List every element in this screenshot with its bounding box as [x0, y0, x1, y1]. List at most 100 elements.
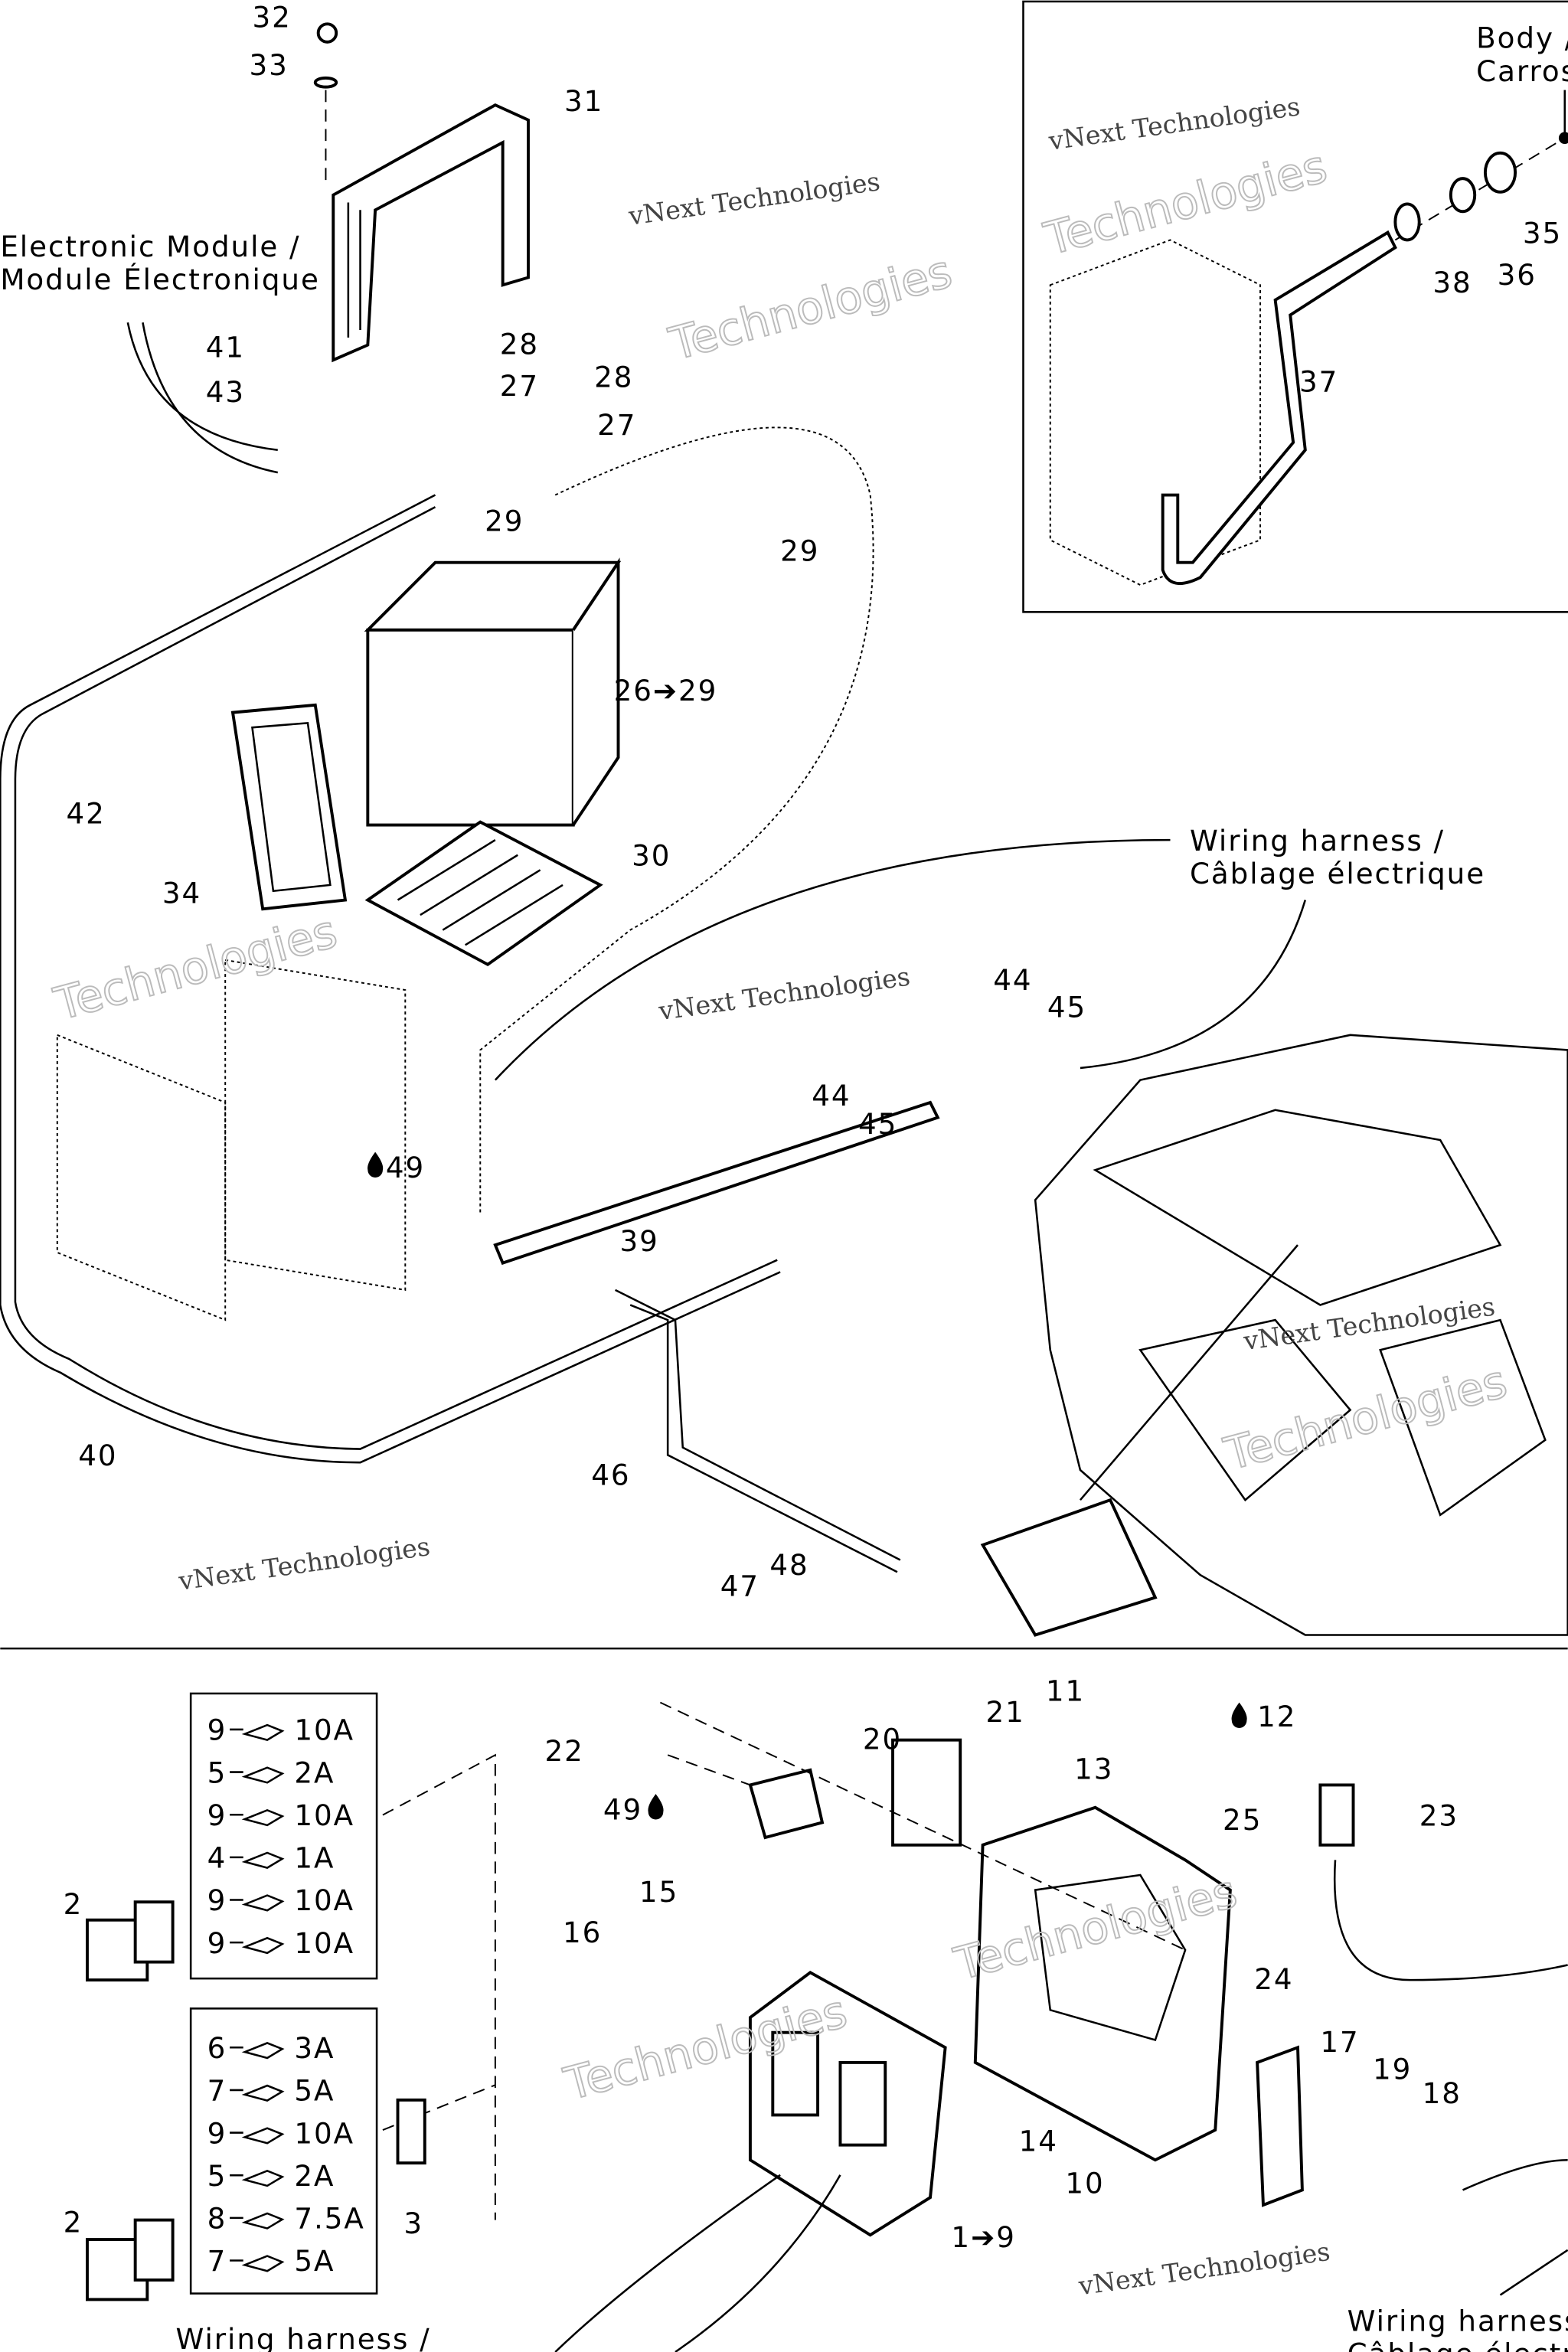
callout-number: 33: [250, 48, 289, 82]
watermark-text: vNext Technologies: [176, 1531, 432, 1596]
callout-number: 26➔29: [614, 674, 718, 707]
callout-number: 30: [632, 838, 671, 872]
watermark-text: vNext Technologies: [626, 166, 882, 231]
callout-number: 41: [206, 330, 245, 364]
callout-number: 1➔9: [951, 2220, 1015, 2254]
fuse-rating: 10A: [294, 1798, 354, 1832]
callout-number: 35: [1523, 216, 1562, 250]
watermark-text: vNext Technologies: [1076, 2236, 1332, 2301]
annotation-note: Wiring harness: [1348, 2305, 1568, 2338]
fuse-rating: 10A: [294, 1713, 354, 1747]
callout-number: 36: [1498, 258, 1537, 292]
watermark-outline: Technologies: [1219, 1354, 1512, 1481]
blade-fuse-icon: [230, 2212, 285, 2230]
callout-number: 39: [619, 1224, 658, 1258]
fuse-ref: 4: [207, 1841, 227, 1875]
callout-number: 24: [1254, 1962, 1293, 1996]
callout-number: 27: [500, 369, 539, 403]
annotation-note: Body /: [1476, 21, 1568, 55]
fuse-icons: [230, 1723, 285, 2272]
watermark-text: vNext Technologies: [1241, 1292, 1497, 1357]
fuse-rating: 2A: [294, 2159, 335, 2193]
callout-number: 11: [1046, 1674, 1085, 1708]
fuse-ref: 9: [207, 1713, 227, 1747]
fuse-rating: 2A: [294, 1756, 335, 1789]
callout-number: 28: [594, 360, 633, 394]
callout-number: 21: [986, 1695, 1025, 1729]
blade-fuse-icon: [230, 1851, 285, 1869]
annotation-note: Wiring harness /: [1190, 824, 1445, 858]
callout-number: 17: [1320, 2025, 1359, 2059]
fuse-rating: 10A: [294, 1926, 354, 1960]
fuse-ref: 9: [207, 1883, 227, 1917]
callout-number: 18: [1423, 2076, 1462, 2110]
callout-number: 32: [252, 0, 291, 34]
fuse-ref: 9: [207, 1926, 227, 1960]
callout-number: 3: [403, 2207, 423, 2240]
blade-fuse-icon: [230, 2169, 285, 2187]
fuse-ref: 7: [207, 2244, 227, 2278]
callout-number: 19: [1373, 2052, 1412, 2086]
annotation-note: Electronic Module /: [0, 230, 300, 263]
fuse-rating: 7.5A: [294, 2202, 365, 2236]
callout-number: 44: [812, 1079, 851, 1112]
watermark-text: vNext Technologies: [1046, 91, 1302, 156]
blade-fuse-icon: [230, 1766, 285, 1784]
callout-number: 22: [545, 1734, 584, 1768]
blade-fuse-icon: [230, 2255, 285, 2272]
inset-frame: [1022, 0, 1568, 613]
callout-number: 20: [863, 1722, 902, 1756]
fuse-ref: 6: [207, 2031, 227, 2065]
callout-number: 23: [1419, 1798, 1459, 1832]
callout-number: 10: [1065, 2166, 1104, 2200]
callout-number: 16: [563, 1916, 602, 1949]
callout-number: 12: [1257, 1700, 1296, 1733]
oil-drop-icon: [1231, 1702, 1247, 1728]
callout-number: 29: [780, 534, 819, 568]
fuse-rating: 5A: [294, 2244, 335, 2278]
callout-number: 14: [1019, 2124, 1058, 2158]
callout-number: 46: [591, 1459, 630, 1492]
fuse-ref: 9: [207, 1798, 227, 1832]
fuse-rating: 5A: [294, 2074, 335, 2108]
callout-number: 2: [64, 2205, 83, 2239]
fuse-rating: 3A: [294, 2031, 335, 2065]
fuse-ref: 8: [207, 2202, 227, 2236]
annotation-note: Carros: [1476, 54, 1568, 88]
callout-number: 40: [78, 1439, 117, 1472]
annotation-note: Wiring harness /: [176, 2322, 431, 2352]
blade-fuse-icon: [230, 1894, 285, 1912]
blade-fuse-icon: [230, 2084, 285, 2102]
blade-fuse-icon: [230, 2127, 285, 2145]
callout-number: 27: [597, 408, 636, 442]
fuse-ref: 7: [207, 2074, 227, 2108]
callout-number: 44: [993, 963, 1032, 997]
callout-number: 48: [769, 1548, 808, 1582]
fuse-box-2-frame: [189, 2007, 378, 2295]
drawing-inset: [1049, 90, 1568, 586]
blade-fuse-icon: [230, 1936, 285, 1955]
watermark-text: vNext Technologies: [656, 962, 912, 1027]
watermark-outline: Technologies: [1039, 139, 1332, 266]
fuse-rating: 1A: [294, 1841, 335, 1875]
callout-number: 2: [64, 1887, 83, 1921]
callout-number: 49: [603, 1792, 642, 1826]
fuse-ref: 5: [207, 1756, 227, 1789]
fuse-rating: 10A: [294, 2116, 354, 2150]
callout-number: 25: [1223, 1803, 1262, 1837]
oil-drop-icon: [648, 1794, 664, 1820]
drawing-top: [0, 22, 1568, 1637]
annotation-note: Câblage électr: [1348, 2337, 1568, 2352]
fuse-rating: 10A: [294, 1883, 354, 1917]
callout-number: 34: [162, 876, 201, 910]
callout-number: 45: [1047, 990, 1086, 1024]
blade-fuse-icon: [230, 2042, 285, 2060]
callout-number: 15: [639, 1875, 678, 1909]
fuse-ref: 5: [207, 2159, 227, 2193]
callout-number: 49: [386, 1151, 425, 1184]
callout-number: 29: [485, 505, 524, 538]
callout-number: 31: [564, 84, 603, 118]
callout-number: 47: [720, 1570, 760, 1603]
